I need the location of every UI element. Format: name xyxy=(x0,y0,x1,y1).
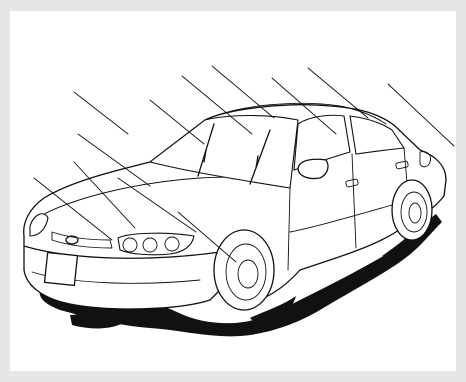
callout-line-3 xyxy=(74,92,128,134)
rear-wheel xyxy=(392,180,432,240)
side-mirror xyxy=(298,159,328,178)
car-body xyxy=(24,103,446,310)
callout-line-5 xyxy=(150,100,204,144)
front-wheel xyxy=(214,230,274,310)
license-plate xyxy=(45,253,78,286)
